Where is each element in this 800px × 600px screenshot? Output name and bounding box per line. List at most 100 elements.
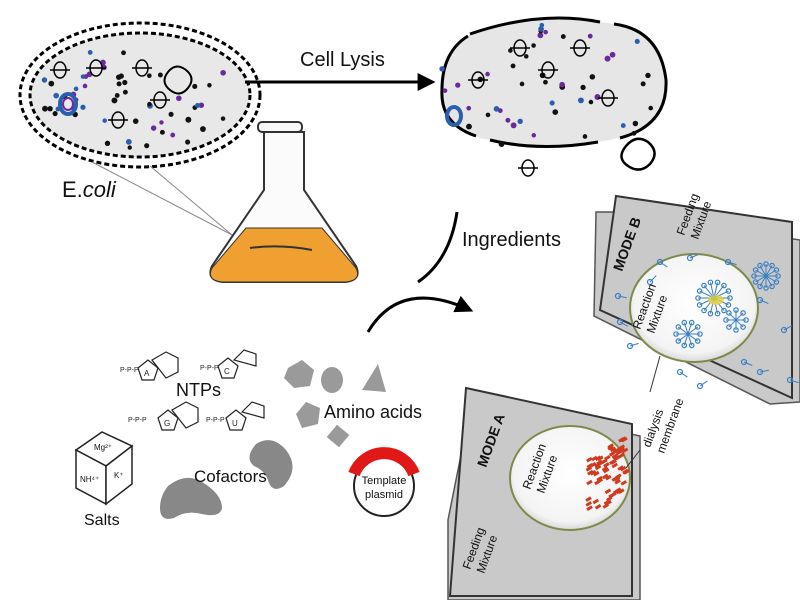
molecule-dot	[144, 143, 150, 149]
ribosome-mark	[611, 462, 619, 469]
molecule-dot	[82, 83, 88, 89]
molecule-dot	[640, 81, 646, 87]
ntp-u: P-P-P U	[206, 401, 265, 431]
ribosome-mark	[721, 307, 727, 314]
feed-molecule	[626, 342, 634, 350]
mode-b-panel	[593, 194, 800, 405]
feed-molecule	[616, 318, 624, 326]
molecule-dot	[466, 105, 472, 111]
ribosome-mark	[752, 279, 759, 285]
feed-molecule	[756, 368, 764, 376]
ribosome-mark	[695, 295, 701, 301]
ribosome-mark	[733, 327, 739, 333]
molecule-dot	[631, 130, 637, 136]
ribosome-mark	[675, 338, 682, 344]
ribosome-mark	[617, 465, 624, 471]
ribosome-mark	[701, 282, 707, 289]
chromosome-icon	[163, 65, 193, 95]
ribosome-mark	[757, 283, 763, 290]
molecule-dot	[582, 134, 588, 139]
molecule-dot	[498, 141, 505, 147]
molecule-dot	[104, 140, 111, 147]
template-label: Template	[362, 475, 407, 487]
ribosome-mark	[721, 282, 727, 289]
ribosome-mark	[585, 496, 592, 502]
molecule-dot	[150, 125, 157, 131]
ribosome-mark	[696, 288, 703, 294]
svg-text:U: U	[232, 419, 238, 428]
svg-text:G: G	[164, 419, 170, 428]
molecule-dot	[192, 83, 198, 89]
mode-a-panel	[447, 386, 641, 600]
ntp-g: P-P-P G	[128, 401, 199, 431]
ribosome-mark	[757, 262, 763, 269]
ribosome-mark	[740, 310, 746, 316]
molecule-dot	[185, 139, 191, 145]
molecule-dot	[543, 29, 548, 35]
ribosome-mark	[694, 338, 701, 344]
feed-molecule	[756, 296, 764, 304]
molecule-dot	[121, 50, 126, 56]
ribosome-mark	[688, 342, 695, 349]
released-molecules	[439, 22, 654, 147]
molecule-dot	[53, 92, 60, 99]
ribosome-mark	[592, 498, 600, 505]
molecule-dot	[510, 63, 516, 69]
ribosome-icons	[50, 59, 170, 129]
molecule-dot	[497, 108, 503, 114]
molecule-dot	[439, 66, 445, 72]
ingredients-label: Ingredients	[462, 229, 561, 251]
ribosome-mark	[603, 462, 610, 468]
ribosome-mark	[602, 467, 610, 474]
molecule-dot	[508, 48, 513, 53]
feed-molecule	[614, 292, 622, 300]
molecule-dot	[168, 111, 174, 117]
svg-text:P-P-P: P-P-P	[128, 417, 147, 424]
mode-b-ribosomes	[673, 261, 781, 349]
ribosome-mark	[743, 317, 749, 323]
ribosome-mark	[740, 324, 746, 330]
salts-label: Salts	[84, 512, 120, 529]
ribosome-mark	[586, 456, 593, 463]
ribosome-mark	[618, 444, 626, 450]
molecule-dot	[114, 93, 120, 98]
molecule-dot	[531, 43, 536, 48]
ribosome-mark	[611, 453, 619, 459]
ribosome-mark	[618, 452, 626, 459]
ecoli-label: E.coli	[62, 177, 117, 202]
mode-b-feeding-molecules	[614, 254, 799, 390]
molecule-dot	[147, 101, 152, 107]
ribosome-mark	[601, 466, 609, 472]
ribosome-mark	[773, 267, 780, 273]
molecule-dot	[102, 118, 107, 123]
ribosome-mark	[707, 310, 714, 317]
salt-mg-label: Mg²⁺	[94, 443, 112, 452]
molecule-dot	[560, 34, 566, 40]
amino-acid-pentagon	[296, 402, 320, 428]
flask-liquid	[209, 227, 359, 283]
ribosome-mark	[773, 279, 780, 285]
molecule-dot	[159, 129, 165, 135]
ribosome-mark	[586, 479, 593, 486]
molecule-dot	[609, 51, 616, 58]
ribosome-mark	[593, 470, 600, 477]
ribosome-mark	[612, 488, 620, 495]
molecule-dot	[194, 102, 201, 109]
ribosome-mark	[769, 262, 775, 269]
ribosome-mark	[725, 288, 732, 294]
ribosome-mark	[608, 459, 616, 465]
molecule-dot	[537, 32, 544, 39]
cofactors-label: Cofactors	[194, 467, 267, 486]
amino-acid-triangle	[362, 364, 386, 392]
molecule-dot	[455, 82, 461, 88]
molecule-dot	[632, 120, 639, 127]
salt-nh-label: NH⁴⁺	[80, 475, 99, 484]
feed-molecule	[646, 278, 654, 286]
ribosome-mark	[619, 465, 627, 472]
ribosome-mark	[605, 499, 612, 506]
molecule-dot	[645, 72, 651, 79]
molecule-dot	[220, 116, 226, 121]
zoom-lines	[91, 161, 239, 241]
